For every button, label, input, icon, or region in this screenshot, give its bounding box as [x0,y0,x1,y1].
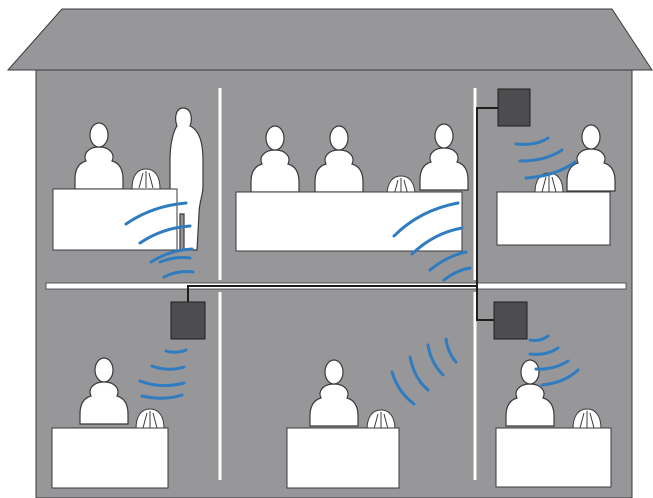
upper-middle-room [235,123,469,252]
desk [286,427,400,489]
lower-right-room [495,359,612,488]
standing-person-icon [169,107,204,251]
access-point-icon [497,88,531,127]
desk [52,188,178,251]
lower-left-room [51,357,169,489]
signal-waves-icon [124,136,580,406]
desk [496,191,611,246]
desk [495,427,612,488]
access-point-icon [493,301,528,340]
upper-right-room [496,124,616,246]
network-cable [187,107,499,321]
desk [235,191,463,252]
lower-middle-room [286,359,400,489]
desk [51,427,169,489]
upper-left-room [52,107,204,251]
access-point-icon [170,301,206,340]
building-roof [6,8,653,71]
